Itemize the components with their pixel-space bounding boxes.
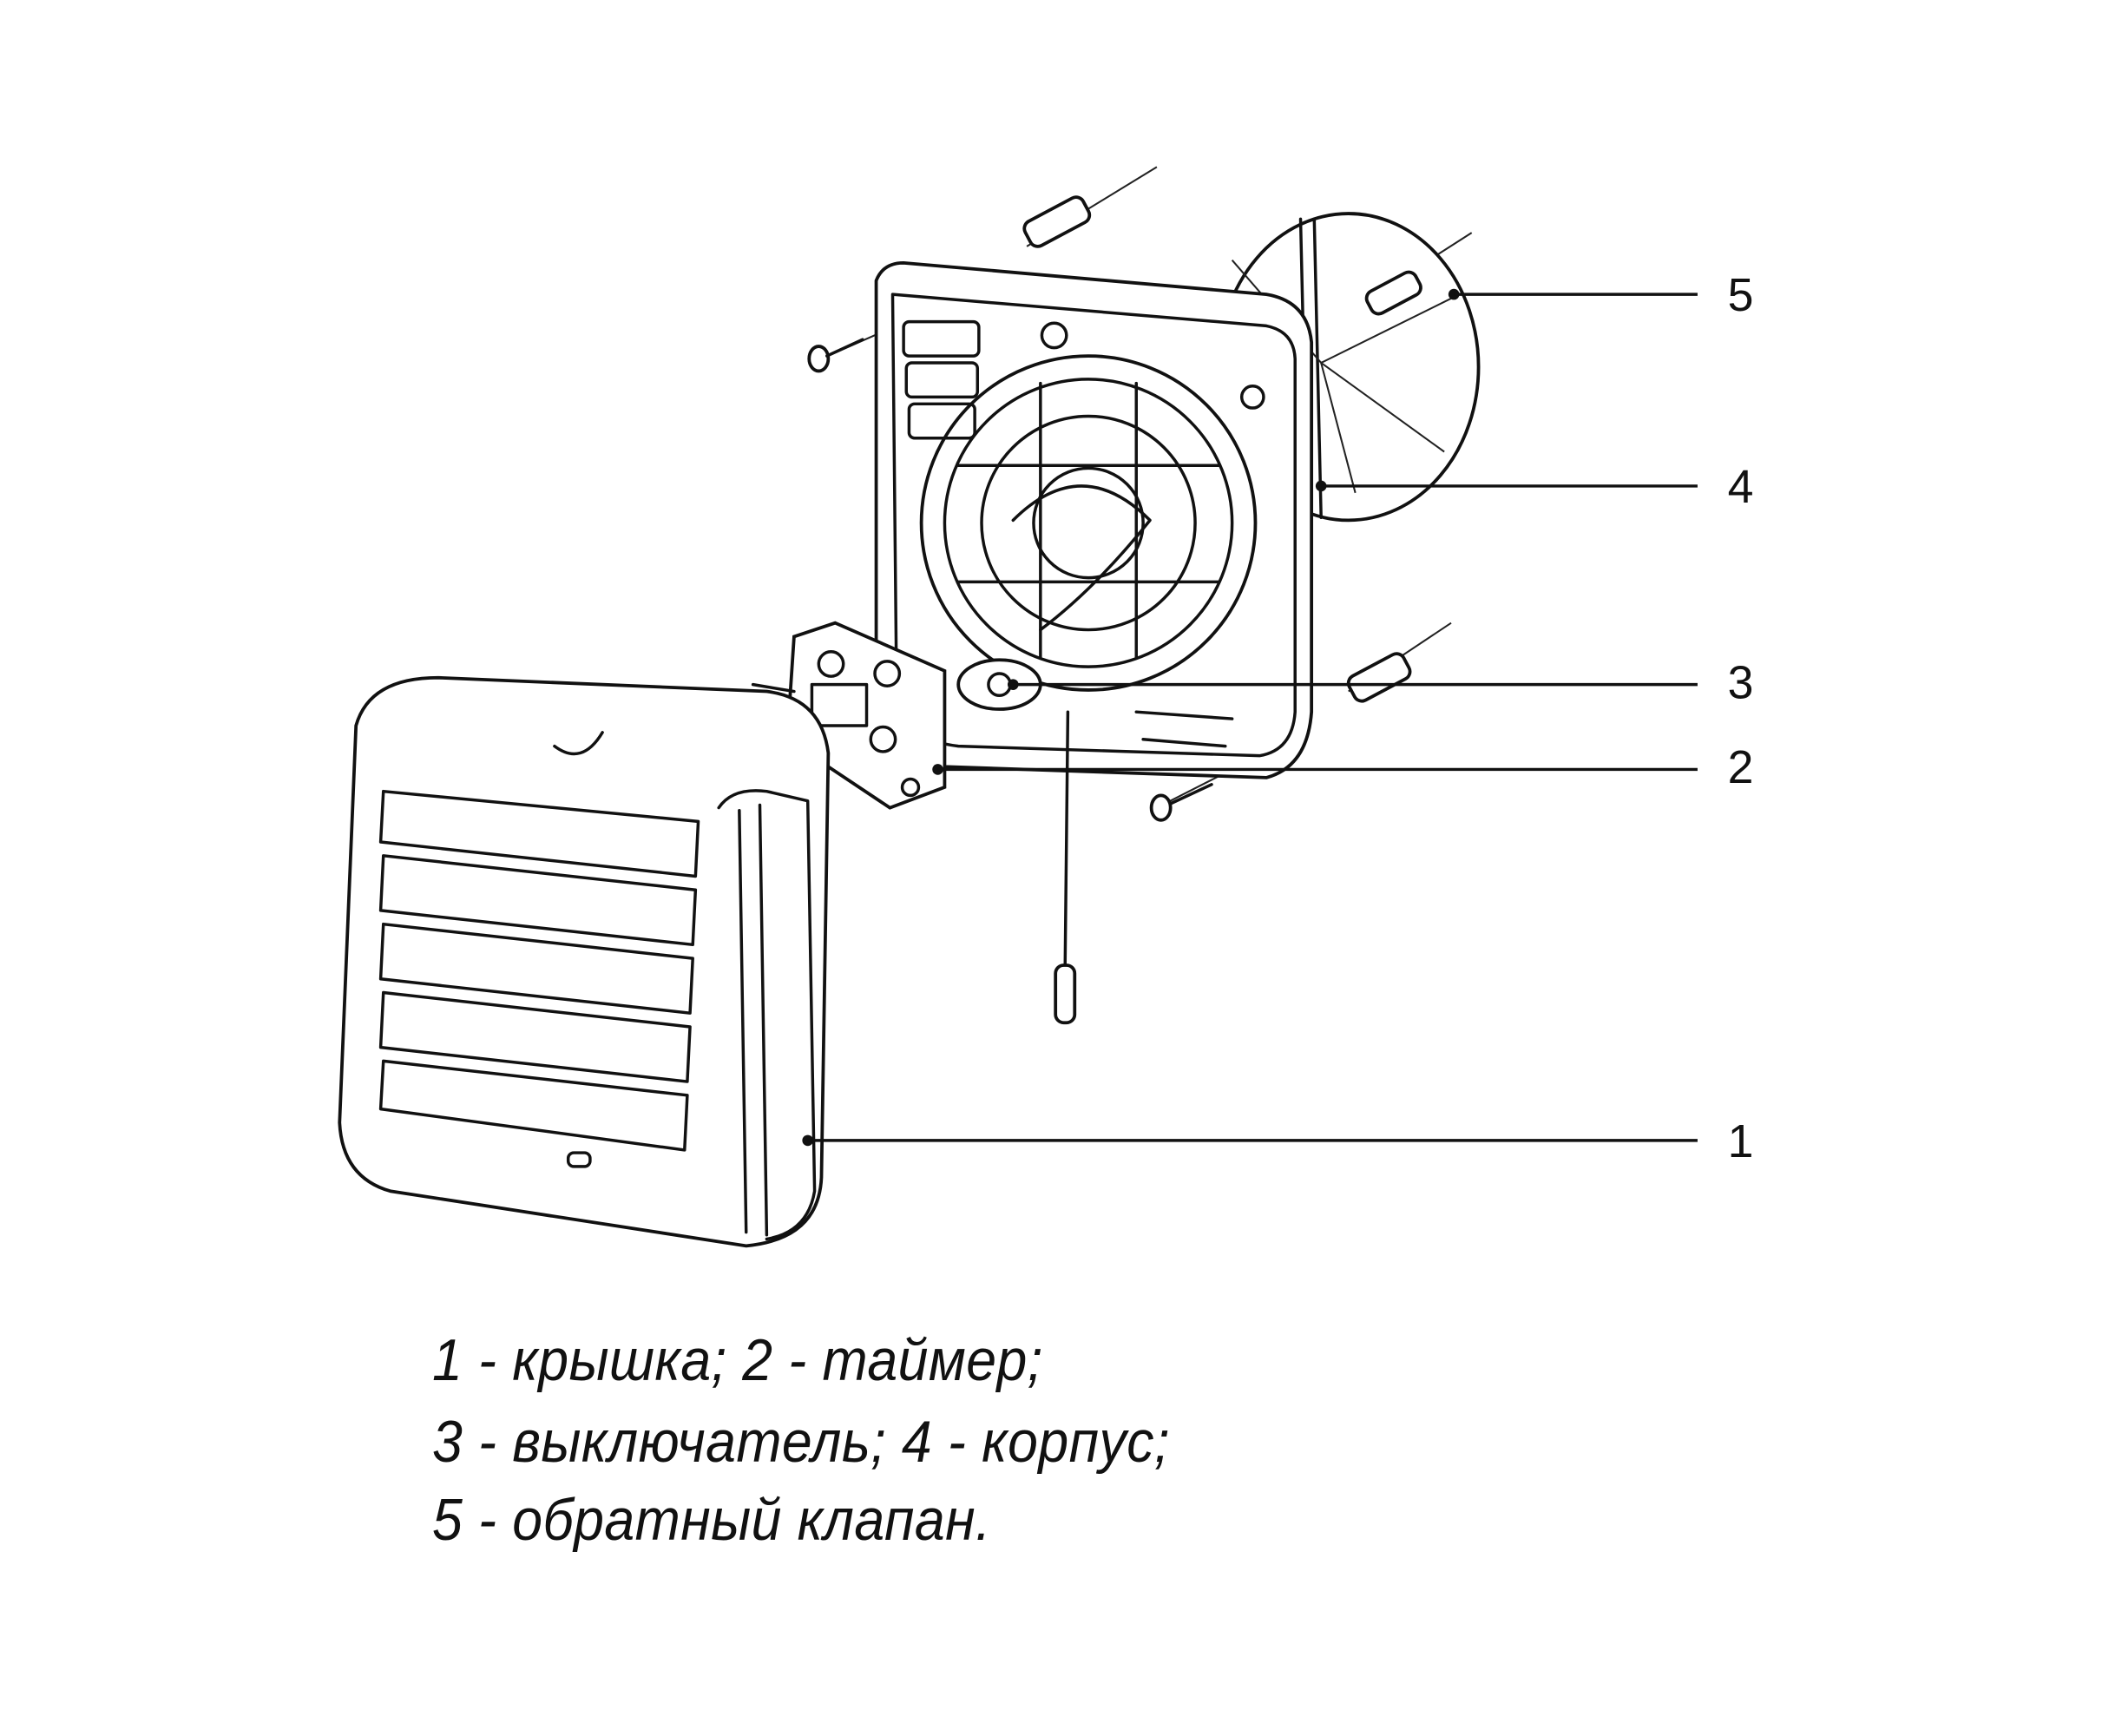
callout-4: 4: [1315, 461, 1754, 513]
callout-1: 1: [802, 1115, 1753, 1167]
callout-5: 5: [1448, 269, 1754, 321]
caption-line-1: 1 - крышка; 2 - таймер;: [432, 1327, 1043, 1393]
terminal-block: [902, 319, 981, 440]
callout-number: 5: [1728, 269, 1754, 321]
screw-bottom: [1149, 783, 1213, 822]
caption-line-3: 5 - обратный клапан.: [432, 1487, 991, 1553]
dowel-valve: [1364, 270, 1422, 316]
callout-3: 3: [1007, 656, 1754, 708]
front-cover: [338, 675, 831, 1248]
dowel-right: [1346, 652, 1412, 703]
callout-number: 3: [1728, 656, 1754, 708]
callout-number: 1: [1728, 1115, 1754, 1167]
callout-2: 2: [932, 741, 1753, 793]
caption-line-2: 3 - выключатель; 4 - корпус;: [432, 1409, 1170, 1475]
cover-louvers: [378, 789, 700, 1152]
pull-cord: [1054, 710, 1077, 1025]
callout-number: 4: [1728, 461, 1754, 513]
screws: [807, 195, 1422, 822]
callout-number: 2: [1728, 741, 1754, 793]
dowel-top: [1022, 195, 1092, 248]
screw-left: [807, 338, 864, 373]
